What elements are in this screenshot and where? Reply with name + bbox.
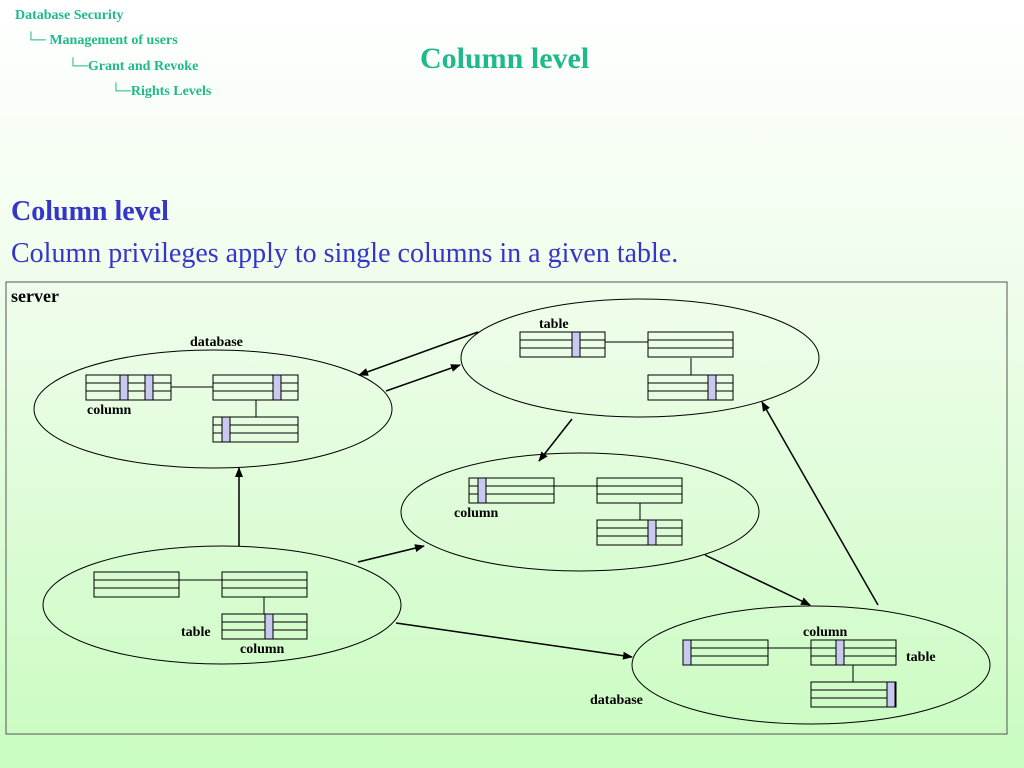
table-label: table [539, 317, 569, 332]
column-highlight [477, 477, 487, 504]
arrow [704, 554, 811, 606]
arrow [538, 418, 573, 462]
column-highlight [144, 374, 154, 401]
breadcrumb-level4-label: Rights Levels [130, 84, 212, 99]
server-label: server [11, 286, 59, 306]
section-heading: Column level [11, 196, 169, 227]
arrows [235, 331, 879, 660]
table-icon [93, 571, 180, 598]
column-highlight [221, 416, 231, 443]
table-icon [468, 477, 555, 504]
breadcrumb-level1[interactable]: Database Security [15, 8, 124, 23]
table-icon [212, 374, 299, 401]
tree-connector-icon: └─ [111, 84, 131, 99]
table-label: table [181, 625, 211, 640]
arrow [385, 364, 461, 392]
table-icon [85, 374, 172, 401]
table-icon [221, 613, 308, 640]
table-icon [810, 639, 897, 666]
breadcrumb-level4[interactable]: └─Rights Levels [111, 84, 211, 100]
arrow [357, 544, 425, 563]
breadcrumb-level3[interactable]: └─Grant and Revoke [68, 59, 198, 75]
table-icon [221, 571, 308, 598]
table-icon [519, 331, 606, 358]
table-icon [647, 331, 734, 358]
database-node-2: table [460, 298, 820, 418]
slide-title: Column level [420, 42, 590, 75]
column-highlight [835, 639, 845, 666]
column-highlight [707, 374, 717, 401]
table-icon [682, 639, 769, 666]
column-highlight [886, 681, 896, 708]
tree-connector-icon: └─ [26, 33, 50, 48]
column-label: column [803, 625, 848, 640]
database-node-5: column table database [590, 605, 991, 725]
table-icon [212, 416, 299, 443]
arrow [761, 401, 879, 606]
column-label: column [454, 506, 499, 521]
database-node-1: database column [33, 335, 393, 469]
table-label: table [906, 650, 936, 665]
breadcrumb-level2[interactable]: └─ Management of users [26, 33, 178, 49]
arrow [395, 622, 633, 660]
table-icon [647, 374, 734, 401]
table-icon [596, 519, 683, 546]
column-highlight [272, 374, 282, 401]
column-highlight [682, 639, 692, 666]
server-frame [5, 281, 1008, 735]
table-icon [810, 681, 897, 708]
table-icon [596, 477, 683, 504]
database-label: database [190, 335, 243, 350]
database-node-3: column [400, 452, 760, 572]
column-label: column [87, 403, 132, 418]
database-label: database [590, 693, 643, 708]
column-highlight [571, 331, 581, 358]
column-label: column [240, 642, 285, 657]
tree-connector-icon: └─ [68, 59, 88, 74]
column-highlight [647, 519, 657, 546]
section-description: Column privileges apply to single column… [11, 238, 679, 269]
breadcrumb-level2-label: Management of users [49, 33, 178, 48]
column-highlight [119, 374, 129, 401]
column-highlight [264, 613, 274, 640]
database-node-4: table column [42, 545, 402, 665]
arrow [358, 331, 479, 376]
breadcrumb-level3-label: Grant and Revoke [87, 59, 199, 74]
